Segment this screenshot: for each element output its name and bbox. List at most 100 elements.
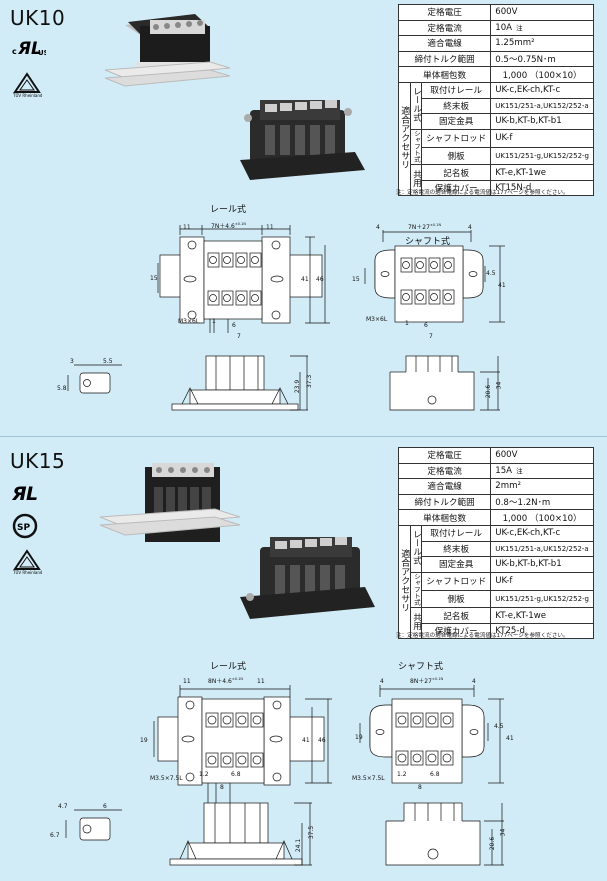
spec-key: 側板 [421, 146, 492, 166]
dim-h41: 41 [302, 737, 310, 744]
spec-key: 保護カバー [421, 622, 492, 640]
dim-d68: 6.8 [430, 771, 440, 778]
dim-tolerance: ±0.1N [431, 677, 444, 681]
spec-row: 共用 記名板 KT-e,KT-1we [399, 607, 594, 640]
dim-tolerance: ±0.1N [234, 222, 246, 226]
spec-key: 単体梱包数 [397, 509, 492, 526]
spec-value: UK-c,EK-ch,KT-c [490, 524, 594, 542]
shaft-type-top-view [364, 230, 505, 323]
dim-rail-top: 8N＋4.6±0.1N [208, 676, 243, 685]
uk15-product-photo [99, 463, 375, 619]
dim-clip-c: 5.8 [57, 385, 67, 392]
clip-drawing [67, 364, 122, 394]
dim-h15: 15 [352, 276, 360, 283]
spec-key: 記名板 [421, 164, 492, 181]
dim-clip-b: 5.5 [103, 358, 113, 365]
svg-text:US: US [38, 49, 46, 57]
group-label: 共用 [409, 164, 423, 197]
dim-side-left: 11 [183, 224, 191, 231]
spec-key: 保護カバー [421, 179, 492, 197]
dim-clip-a: 4.7 [58, 803, 68, 810]
dim-side-left: 11 [183, 678, 191, 685]
dim-clip-b: 6 [103, 803, 107, 810]
dim-screw: M3×6L [178, 318, 200, 325]
spec-key: 定格電圧 [397, 4, 492, 21]
spec-key: シャフトロッド [421, 571, 492, 591]
dim-screw: M3×6L [366, 316, 388, 323]
spec-key: 記名板 [421, 607, 492, 624]
dim-d1: 1 [212, 318, 216, 325]
shaft-type-product [240, 537, 375, 619]
rail-type-product [104, 14, 231, 87]
dim-d8: 8 [220, 784, 224, 791]
dim-h239: 23.9 [294, 379, 302, 394]
spec-value: UK151/251-g,UK152/252-g [490, 146, 594, 166]
spec-key: 終末板 [421, 540, 492, 558]
uk10-product-photo [104, 14, 365, 180]
dim-rail-top-text: 7N＋4.6 [211, 223, 235, 230]
group-label: シャフト式 [409, 128, 423, 166]
spec-key: 定格電流 [397, 462, 492, 480]
spec-key: 単体梱包数 [397, 66, 492, 83]
ul-logo: Я L [11, 482, 42, 508]
dim-h19: 19 [140, 737, 148, 744]
svg-text:L: L [26, 483, 38, 504]
group-label-text: シャフト式 [412, 572, 421, 606]
accessory-label-text: 適合アクセサリ [399, 549, 410, 613]
dim-s4-left: 4 [376, 224, 380, 231]
spec-row: 共用 記名板 KT-e,KT-1we [399, 164, 594, 197]
spec-value: KT-e,KT-1we [490, 164, 594, 181]
rail-type-front-view [169, 802, 312, 866]
note-mark: 注 [516, 467, 523, 476]
svg-text:SP: SP [17, 523, 30, 533]
dim-h41: 41 [506, 735, 514, 742]
spec-value: KT15N-d [490, 179, 594, 197]
spec-key: 側板 [421, 589, 492, 609]
dim-d8: 8 [418, 784, 422, 791]
group-label-text: レール式 [411, 86, 422, 122]
dim-h45: 4.5 [486, 270, 496, 277]
dim-d6: 6 [424, 322, 428, 329]
spec-value: UK-c,EK-ch,KT-c [490, 81, 594, 99]
note-mark: 注 [516, 24, 523, 33]
dim-rail-top-text: 8N＋4.6 [208, 678, 232, 685]
spec-value: UK151/251-a,UK152/252-a [490, 540, 594, 558]
dim-d6: 6 [232, 322, 236, 329]
svg-text:Я: Я [17, 39, 31, 58]
group-label-text: 共用 [411, 612, 422, 631]
dim-h34: 34 [495, 381, 503, 390]
spec-value: KT25-d [490, 622, 594, 640]
accessory-label: 適合アクセサリ [398, 524, 411, 640]
dim-d68: 6.8 [231, 771, 241, 778]
dim-d7: 7 [237, 333, 241, 340]
dim-d7: 7 [429, 333, 433, 340]
spec-key: シャフトロッド [421, 128, 492, 148]
group-label: シャフト式 [409, 571, 423, 609]
svg-text:TÜV Rheinland: TÜV Rheinland [12, 570, 42, 575]
dim-h206: 20.6 [485, 384, 493, 399]
dim-s4-left: 4 [380, 678, 384, 685]
dim-side-right: 11 [257, 678, 265, 685]
rail-type-title: レール式 [210, 205, 247, 215]
spec-key: 適合電線 [397, 478, 492, 495]
spec-key: 固定金具 [421, 113, 492, 130]
tuv-logo: TÜV Rheinland [12, 549, 43, 579]
spec-value: 600V [490, 4, 594, 21]
spec-value: UK-f [490, 571, 594, 591]
spec-value: 1,000 （100×10） [490, 66, 594, 83]
spec-value: 0.8～1.2N･m [490, 493, 594, 511]
spec-key: 取付けレール [421, 81, 492, 99]
dim-h46: 46 [316, 276, 324, 283]
dim-shaft-top: 8N＋27±0.1N [410, 676, 443, 685]
spec-row: シャフト式 シャフトロッド UK-f [399, 571, 594, 609]
